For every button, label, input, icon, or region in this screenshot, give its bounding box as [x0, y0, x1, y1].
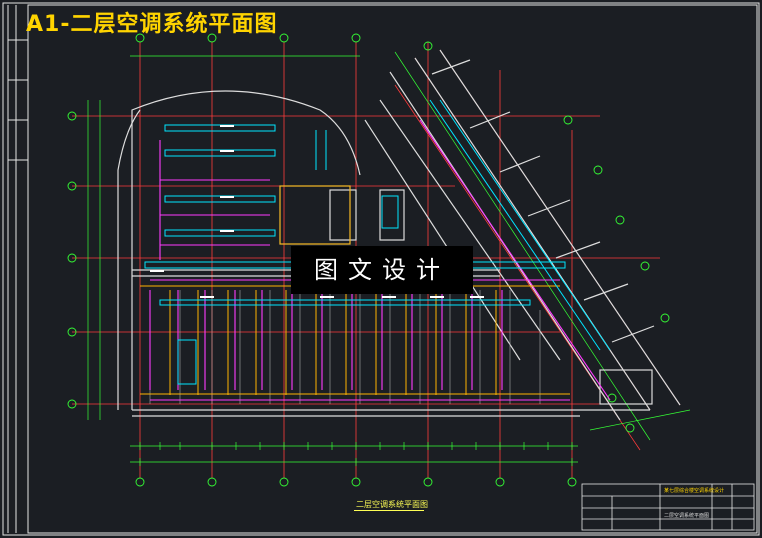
dimension-ticks [139, 442, 573, 466]
sheet-title: A1-二层空调系统平面图 [26, 12, 278, 37]
watermark: 图文设计 [291, 246, 473, 294]
title-block [581, 483, 755, 531]
title-block-project: 某七层综合楼空调系统设计 [664, 488, 725, 494]
axis-bubbles [67, 33, 670, 487]
interior-partitions [149, 290, 541, 404]
yellow-pipes [140, 185, 570, 395]
caption-underline [354, 510, 424, 511]
building-walls [117, 49, 681, 421]
title-block-drawing-name: 二层空调系统平面图 [664, 513, 710, 519]
equipment-labels [150, 125, 484, 298]
magenta-pipes [149, 119, 611, 401]
drawing-caption: 二层空调系统平面图 [356, 500, 428, 509]
dimension-lines [87, 51, 691, 463]
